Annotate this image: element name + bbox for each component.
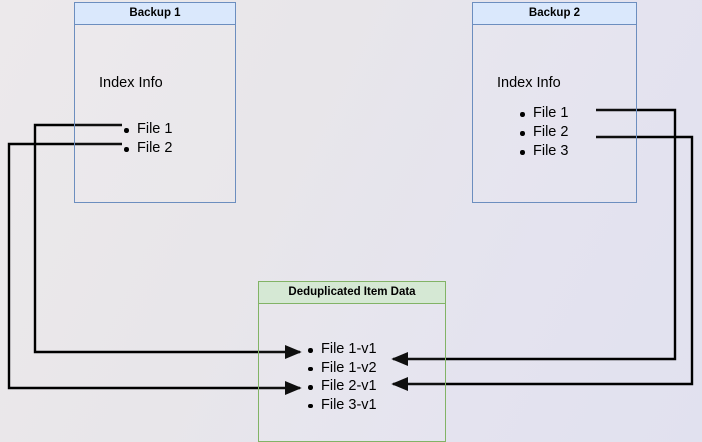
- dedup-item[interactable]: File 1-v2: [306, 359, 377, 378]
- dedup-item[interactable]: File 1-v1: [306, 340, 377, 359]
- deduplicated-item-data-box[interactable]: Deduplicated Item Data File 1-v1 File 1-…: [258, 281, 446, 442]
- backup-2-file-item[interactable]: File 3: [518, 142, 568, 161]
- deduplicated-item-data-title: Deduplicated Item Data: [259, 282, 445, 304]
- backup-1-box[interactable]: Backup 1 Index Info File 1 File 2: [74, 2, 236, 203]
- backup-1-file-item[interactable]: File 2: [122, 139, 172, 158]
- backup-1-index-label: Index Info: [99, 75, 163, 91]
- deduplicated-item-list: File 1-v1 File 1-v2 File 2-v1 File 3-v1: [306, 340, 377, 414]
- backup-2-title: Backup 2: [473, 3, 636, 25]
- dedup-item[interactable]: File 3-v1: [306, 396, 377, 415]
- backup-1-body: Index Info File 1 File 2: [75, 25, 235, 202]
- deduplicated-item-data-body: File 1-v1 File 1-v2 File 2-v1 File 3-v1: [259, 304, 445, 441]
- backup-2-box[interactable]: Backup 2 Index Info File 1 File 2 File 3: [472, 2, 637, 203]
- backup-2-body: Index Info File 1 File 2 File 3: [473, 25, 636, 202]
- backup-2-index-label: Index Info: [497, 75, 561, 91]
- backup-2-file-list: File 1 File 2 File 3: [518, 104, 568, 161]
- backup-1-title: Backup 1: [75, 3, 235, 25]
- backup-2-file-item[interactable]: File 1: [518, 104, 568, 123]
- backup-1-file-item[interactable]: File 1: [122, 120, 172, 139]
- backup-1-file-list: File 1 File 2: [122, 120, 172, 158]
- backup-2-file-item[interactable]: File 2: [518, 123, 568, 142]
- dedup-item[interactable]: File 2-v1: [306, 377, 377, 396]
